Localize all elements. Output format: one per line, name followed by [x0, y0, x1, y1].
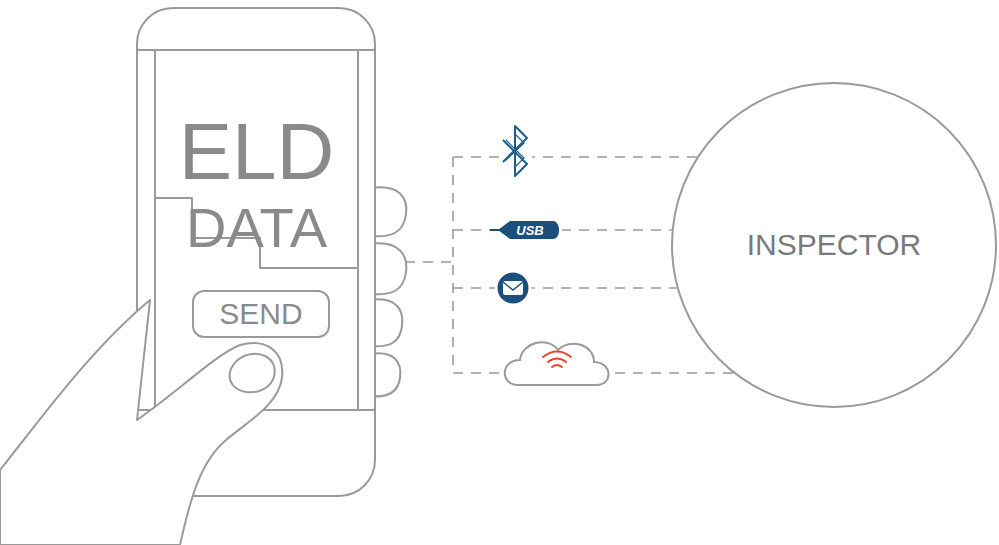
inspector-circle: INSPECTOR [671, 82, 997, 408]
screen-text: DATA [186, 200, 327, 256]
phone-screen: ELD DATA SEND [155, 50, 358, 410]
node-label: INSPECTOR [747, 230, 921, 260]
usb-label: USB [516, 224, 543, 237]
screen-edge [154, 50, 156, 410]
screen-text: ELD [179, 112, 335, 192]
thumb-nail [230, 354, 275, 392]
usb-icon [490, 218, 562, 242]
screen-edge [137, 49, 375, 51]
button-label: SEND [219, 299, 302, 329]
cloud-icon [505, 342, 609, 385]
send-button: SEND [192, 290, 330, 338]
screen-step [155, 198, 358, 268]
bluetooth-icon [500, 124, 532, 190]
email-icon [496, 271, 530, 305]
screen-edge [357, 50, 359, 410]
